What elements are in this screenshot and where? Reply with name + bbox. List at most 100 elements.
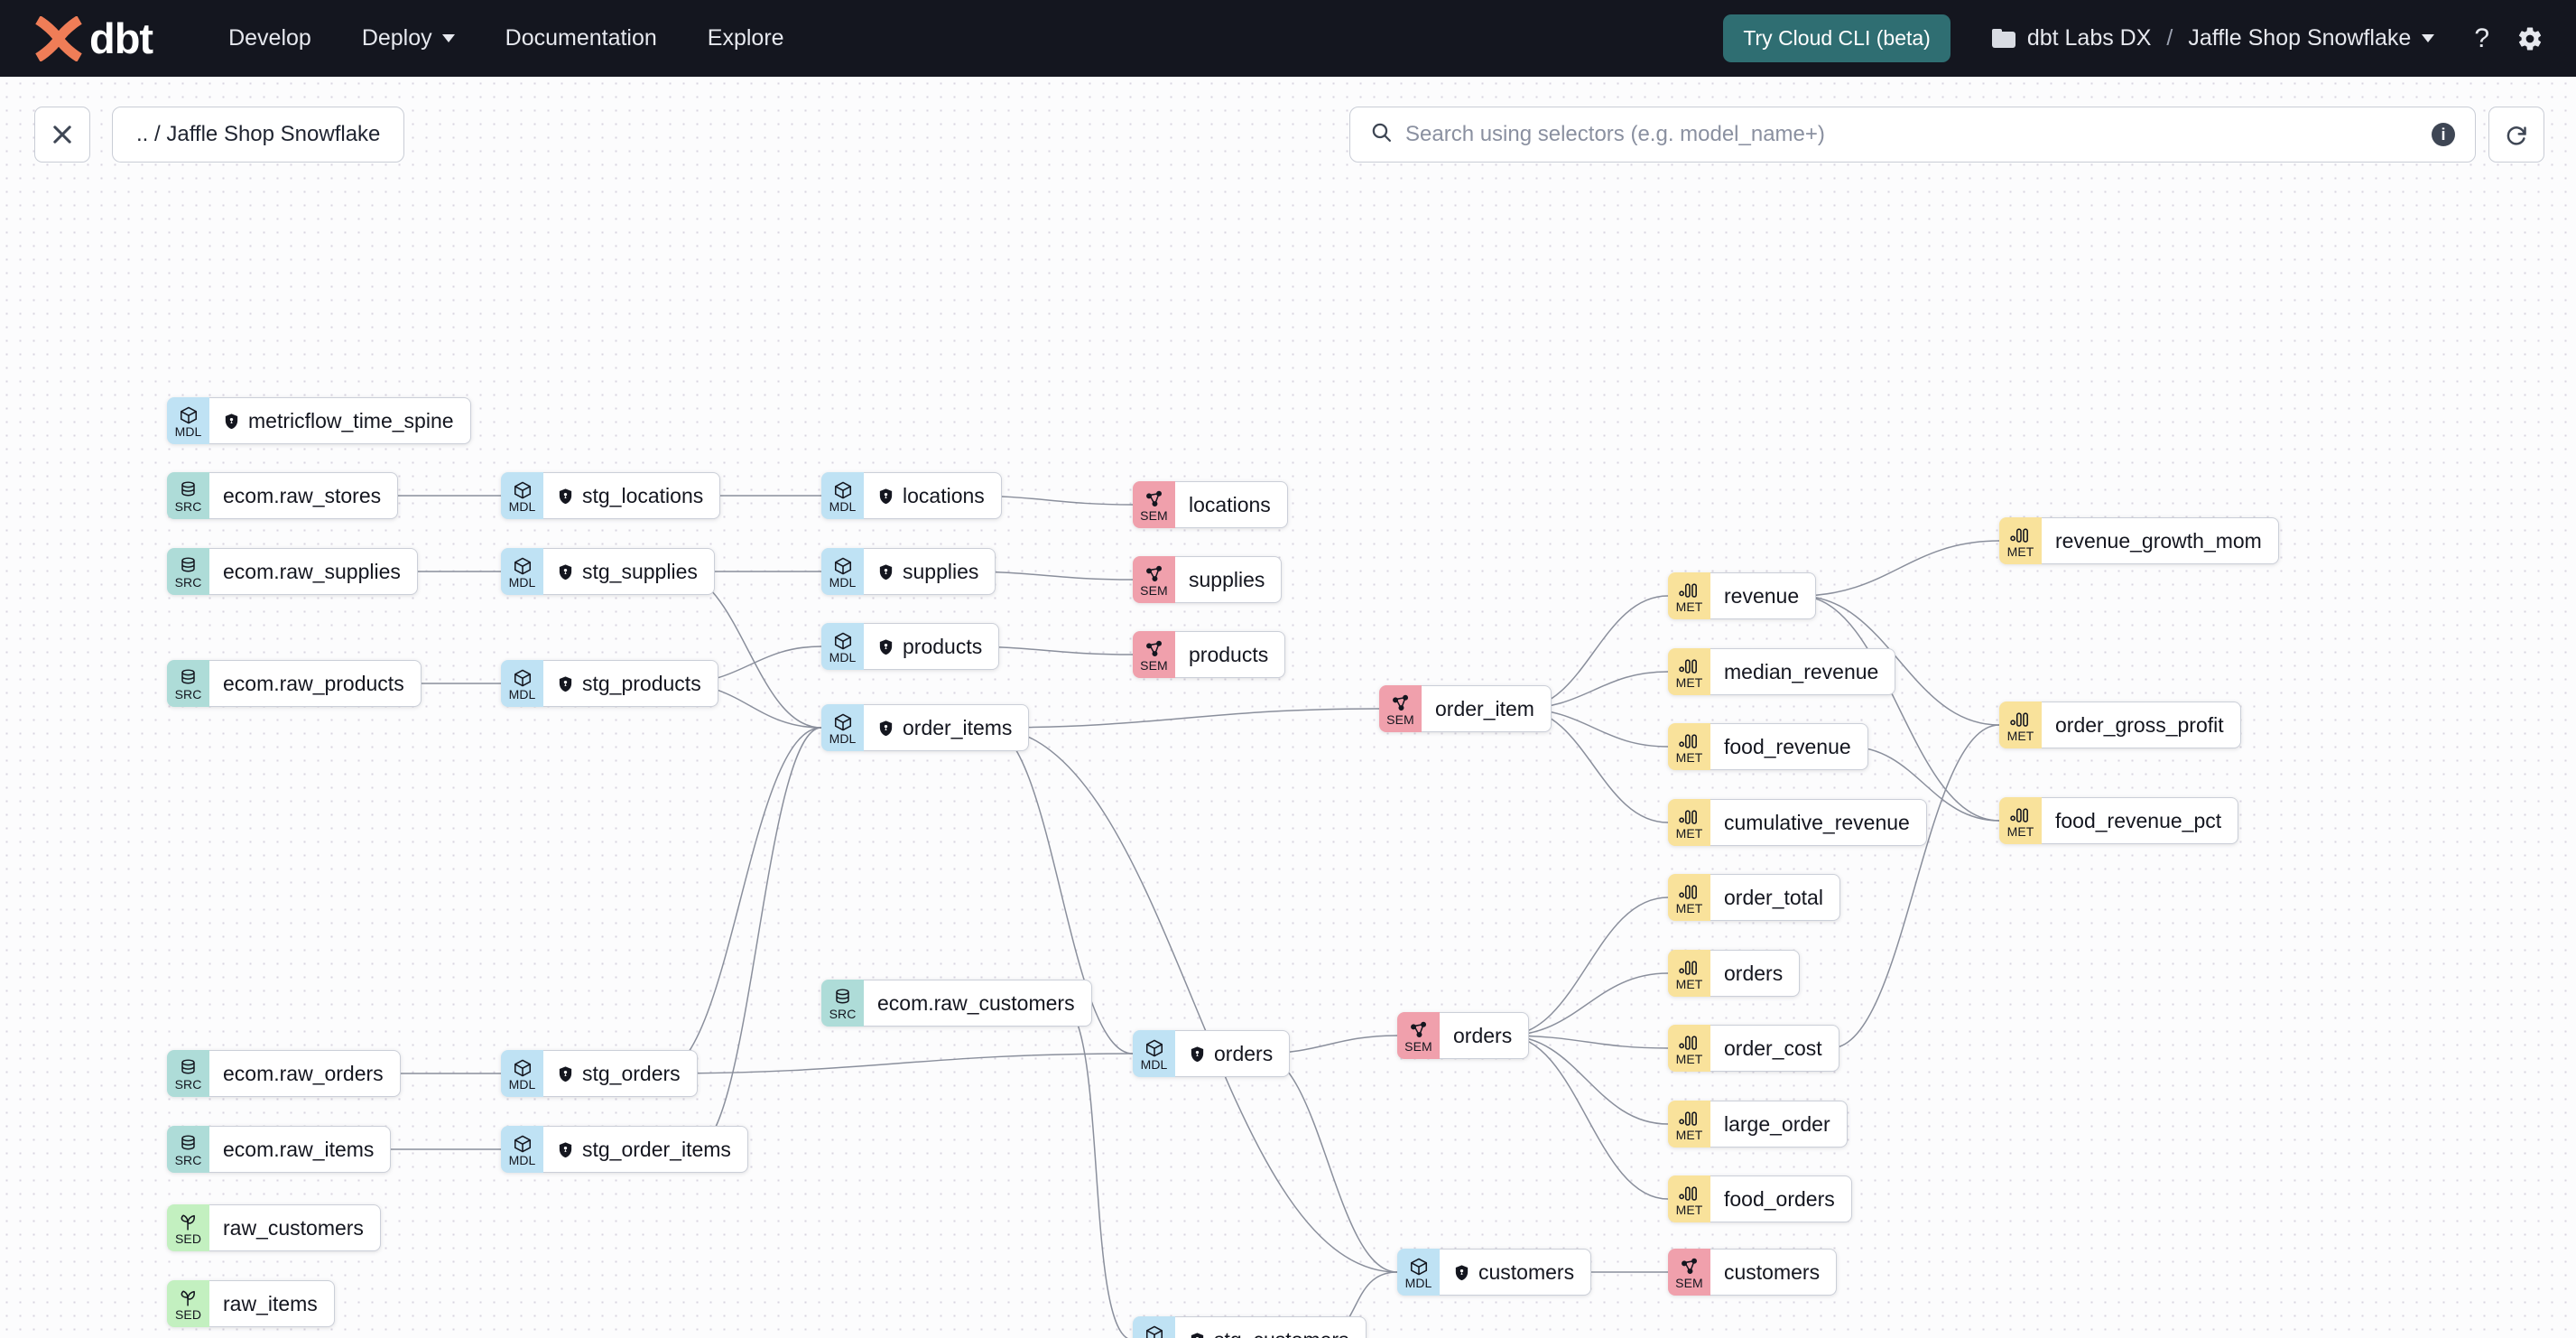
node-type-badge-mdl: MDL [821, 704, 864, 751]
node-type-label: MET [1675, 1128, 1703, 1142]
dbt-logo-icon [34, 14, 83, 62]
node-type-badge-met: MET [1668, 950, 1710, 997]
node-body: order_gross_profit [2042, 702, 2241, 748]
bar-chart-icon [2009, 710, 2032, 729]
node-type-badge-met: MET [1668, 1175, 1710, 1222]
node-type-label: SRC [174, 687, 202, 702]
node-label: food_revenue [1724, 734, 1851, 758]
node-label: stg_order_items [582, 1137, 731, 1161]
graph-nodes-icon [1144, 489, 1164, 508]
shield-icon [557, 563, 574, 581]
lineage-edge [1505, 972, 1669, 1036]
graph-node-mdl_order_items[interactable]: MDL order_items [821, 704, 1030, 751]
graph-node-stg_products[interactable]: MDL stg_products [501, 660, 718, 707]
bar-chart-icon [1678, 1033, 1700, 1052]
node-type-badge-src: SRC [167, 1050, 209, 1097]
nav-item-deploy[interactable]: Deploy [362, 25, 455, 51]
lineage-edge [1798, 595, 2000, 726]
dbt-logo[interactable]: dbt [34, 14, 153, 62]
graph-node-mdl_products[interactable]: MDL products [821, 623, 1000, 670]
graph-node-stg_customers[interactable]: MDL stg_customers [1133, 1316, 1367, 1338]
account-name: dbt Labs DX [2026, 25, 2152, 51]
bar-chart-icon [2009, 525, 2032, 544]
node-label: products [903, 634, 983, 658]
graph-node-metricflow_time_spine[interactable]: MDL metricflow_time_spine [167, 397, 471, 444]
graph-node-stg_locations[interactable]: MDL stg_locations [501, 472, 721, 519]
graph-node-mdl_supplies[interactable]: MDL supplies [821, 548, 996, 595]
node-body: revenue_growth_mom [2042, 517, 2279, 564]
node-body: raw_items [209, 1280, 335, 1327]
lineage-edge [987, 727, 1398, 1273]
close-button[interactable] [34, 107, 90, 163]
node-type-badge-mdl: MDL [1133, 1316, 1175, 1338]
graph-node-stg_order_items[interactable]: MDL stg_order_items [501, 1126, 748, 1173]
nav-item-develop[interactable]: Develop [228, 25, 311, 51]
nav-item-documentation[interactable]: Documentation [505, 25, 657, 51]
nav-item-explore[interactable]: Explore [708, 25, 784, 51]
node-body: order_cost [1710, 1025, 1839, 1072]
search-bar[interactable]: i [1349, 107, 2476, 163]
graph-node-stg_orders[interactable]: MDL stg_orders [501, 1050, 698, 1097]
gear-icon[interactable] [2516, 25, 2544, 52]
bar-chart-icon [1678, 882, 1700, 901]
node-type-badge-mdl: MDL [501, 660, 543, 707]
graph-node-mdl_orders[interactable]: MDL orders [1133, 1030, 1291, 1077]
node-label: products [1189, 642, 1269, 666]
node-type-label: SRC [174, 575, 202, 590]
shield-icon [557, 1141, 574, 1158]
node-type-badge-mdl: MDL [1133, 1030, 1175, 1077]
node-type-label: SED [174, 1231, 202, 1246]
graph-node-stg_supplies[interactable]: MDL stg_supplies [501, 548, 715, 595]
node-type-label: MDL [508, 1077, 536, 1092]
database-icon [179, 480, 198, 499]
breadcrumb[interactable]: .. / Jaffle Shop Snowflake [112, 107, 405, 163]
help-icon[interactable]: ? [2474, 23, 2489, 53]
node-type-label: MDL [1404, 1276, 1432, 1290]
project-selector[interactable]: Jaffle Shop Snowflake [2188, 25, 2435, 51]
breadcrumb-separator: / [2166, 25, 2173, 51]
cube-icon [833, 712, 853, 731]
shield-icon [1189, 1045, 1206, 1063]
node-body: order_items [864, 704, 1030, 751]
node-label: stg_supplies [582, 559, 698, 583]
node-body: stg_products [543, 660, 718, 707]
info-icon[interactable]: i [2432, 123, 2455, 146]
graph-node-mdl_customers[interactable]: MDL customers [1397, 1249, 1592, 1296]
graph-node-mdl_locations[interactable]: MDL locations [821, 472, 1002, 519]
cube-icon [833, 631, 853, 650]
refresh-button[interactable] [2488, 107, 2544, 163]
node-body: cumulative_revenue [1710, 799, 1927, 846]
node-label: stg_orders [582, 1061, 681, 1085]
database-icon [179, 1134, 198, 1153]
graph-nodes-icon [1680, 1257, 1700, 1276]
try-cloud-cli-button[interactable]: Try Cloud CLI (beta) [1723, 14, 1951, 62]
search-input[interactable] [1405, 122, 2419, 147]
